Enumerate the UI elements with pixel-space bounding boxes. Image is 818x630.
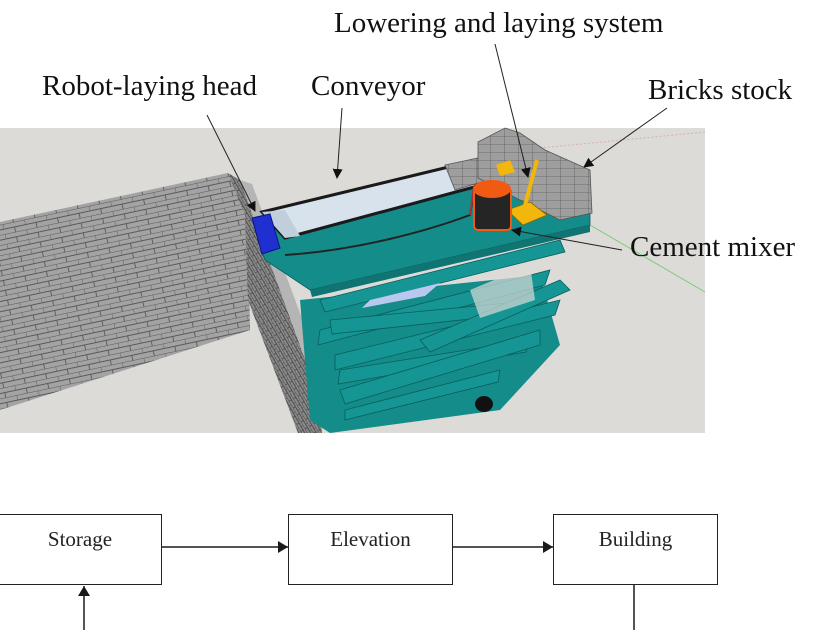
leader-bricks bbox=[583, 107, 668, 168]
lift-wheel bbox=[475, 396, 493, 412]
flow-node-label: Building bbox=[598, 527, 673, 551]
laying-system-pole bbox=[521, 159, 539, 214]
axis-green bbox=[589, 224, 706, 293]
label-robot-laying-head: Robot-laying head bbox=[42, 70, 258, 102]
brick-wall-long bbox=[0, 173, 250, 410]
robot-laying-head bbox=[251, 213, 281, 255]
label-cement-mixer: Cement mixer bbox=[630, 231, 796, 263]
label-bricks-stock: Bricks stock bbox=[648, 74, 793, 106]
leader-lowering bbox=[494, 43, 531, 178]
leader-robot-head bbox=[206, 114, 256, 212]
cement-mixer-lid bbox=[473, 180, 511, 198]
leader-arrows bbox=[206, 43, 668, 251]
label-conveyor: Conveyor bbox=[311, 70, 426, 102]
lift-platform-edge bbox=[310, 225, 590, 297]
lift-gap-white bbox=[470, 265, 535, 318]
flow-node-label: Storage bbox=[47, 527, 113, 551]
conveyor-end-slope bbox=[262, 210, 300, 238]
flow-node-label: Elevation bbox=[330, 527, 411, 551]
leader-cement bbox=[511, 226, 623, 251]
label-lowering-system: Lowering and laying system bbox=[334, 7, 664, 39]
conveyor-cable bbox=[284, 184, 476, 256]
flow-node-storage: Storage bbox=[0, 514, 162, 585]
laying-system-base bbox=[506, 201, 548, 226]
leader-conveyor bbox=[332, 107, 343, 179]
brick-wall-end bbox=[228, 173, 322, 433]
flow-node-elevation: Elevation bbox=[288, 514, 453, 585]
platform-gap-light bbox=[362, 283, 440, 308]
flow-node-building: Building bbox=[553, 514, 718, 585]
laying-system-gripper bbox=[496, 160, 515, 176]
